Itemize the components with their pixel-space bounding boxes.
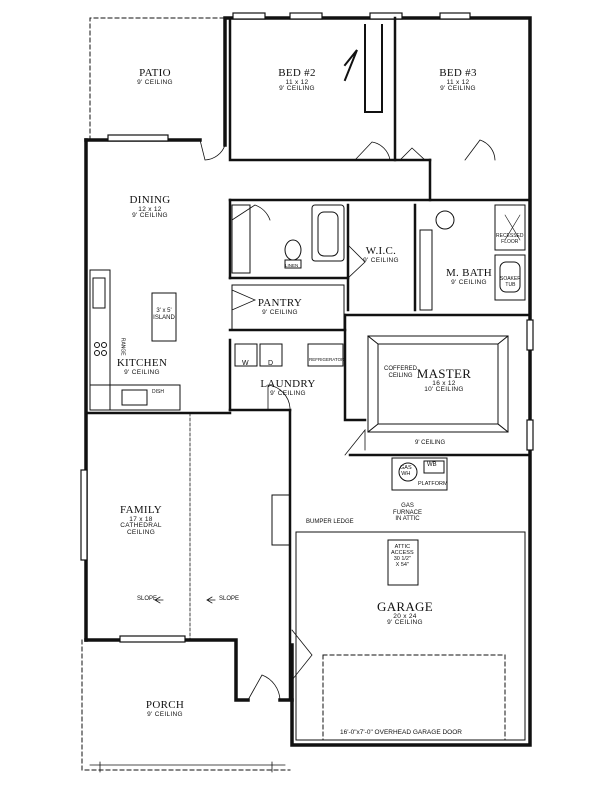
bed2-ceiling: 9' CEILING [279,85,315,93]
recessed-note-line1: RECESSED [496,233,524,239]
patio-ceiling: 9' CEILING [137,78,173,86]
gas-furnace-line3: IN ATTIC [395,516,420,523]
attic-line1: ATTIC [394,544,411,550]
range-note: RANGE [119,337,126,356]
patio-outline [89,17,226,146]
dining-dims: 12 x 12 [138,205,162,213]
gas-furnace-line1: GAS [401,503,414,509]
family-ceiling-line1: CATHEDRAL [120,522,162,530]
wic-name: W.I.C. [365,245,397,257]
attic-line3: 30 1/2" [393,556,411,563]
washer-note: W [242,360,249,367]
laundry-name: LAUNDRY [260,378,316,390]
room-garage: GARAGE 20 x 24 9' CEILING [377,600,433,627]
family-details [154,412,216,641]
mbath-name: M. BATH [445,267,493,279]
room-porch: PORCH 9' CEILING [145,699,185,718]
room-mbath: M. BATH 9' CEILING [445,267,493,286]
coffered-note: COFFERED CEILING [384,366,417,379]
room-pantry: PANTRY 9' CEILING [257,297,303,316]
bed2-name: BED #2 [278,67,316,79]
garage-dims: 20 x 24 [393,612,417,620]
dryer-note: D [268,360,274,367]
dining-ceiling: 9' CEILING [132,212,168,220]
laundry-ceiling: 9' CEILING [270,389,306,397]
dining-name: DINING [129,194,171,206]
windows [80,12,534,643]
gas-wh-note: GAS WH [400,465,412,477]
pantry-ceiling: 9' CEILING [262,308,298,316]
attic-line2: ACCESS [391,550,414,557]
pantry-name: PANTRY [257,297,303,309]
master-dims: 16 x 12 [432,379,456,387]
room-kitchen: KITCHEN 9' CEILING [116,357,168,376]
porch-outline [81,639,291,771]
patio-name: PATIO [139,67,171,79]
gas-furnace-note: GAS FURNACE IN ATTIC [393,503,422,523]
room-family: FAMILY 17 x 18 CATHEDRAL CEILING [119,504,163,537]
bed2-dims: 11 x 12 [285,78,309,86]
bumper-ledge-note: BUMPER LEDGE [306,519,354,525]
bed3-dims: 11 x 12 [446,78,470,86]
hall-ceiling-note: 9' CEILING [415,440,446,446]
room-dining: DINING 12 x 12 9' CEILING [129,194,171,220]
kitchen-name: KITCHEN [116,357,168,369]
wb-note: WB [427,462,437,468]
refrigerator-note: REFRIGERATOR [309,357,345,362]
attic-line4: X 54" [395,562,409,569]
room-bed2: BED #2 11 x 12 9' CEILING [278,67,316,93]
door-swings [199,139,496,701]
family-name: FAMILY [119,504,163,516]
room-bed3: BED #3 11 x 12 9' CEILING [439,67,477,93]
island-note-line2: ISLAND [153,314,175,321]
room-wic: W.I.C. 9' CEILING [363,245,399,264]
porch-name: PORCH [145,699,185,711]
room-patio: PATIO 9' CEILING [137,67,173,86]
slope-left-note: SLOPE [137,596,158,602]
laundry-fixtures [231,284,345,367]
bed3-name: BED #3 [439,67,477,79]
room-laundry: LAUNDRY 9' CEILING [260,378,316,397]
gas-wh-line2: WH [401,471,411,478]
soaker-note: SOAKER TUB [500,276,521,288]
bath-fixtures [231,204,526,311]
soaker-note-line2: TUB [505,281,516,288]
master-ceiling: 10' CEILING [424,386,464,394]
recessed-note-line2: FLOOR [501,238,519,245]
soaker-note-line1: SOAKER [500,276,521,282]
linen-note: LINEN [285,263,299,268]
garage-ceiling: 9' CEILING [387,619,423,627]
bed3-ceiling: 9' CEILING [440,85,476,93]
gas-wh-line1: GAS [400,465,412,471]
coffered-note-line1: COFFERED [384,366,417,372]
room-master: MASTER 16 x 12 10' CEILING [417,367,472,394]
interior-walls [84,16,532,702]
gas-furnace-line2: FURNACE [393,509,423,516]
kitchen-fixtures [89,269,181,411]
wic-ceiling: 9' CEILING [363,256,399,264]
garage-door-note: 16'-0"x7'-0" OVERHEAD GARAGE DOOR [340,729,462,736]
platform-note: PLATFORM [418,481,448,487]
slope-right-note: SLOPE [219,596,240,602]
mbath-ceiling: 9' CEILING [451,278,487,286]
family-ceiling-line2: CEILING [126,529,156,537]
coffered-note-line2: CEILING [388,372,413,379]
dish-note: DISH [152,389,164,395]
porch-ceiling: 9' CEILING [147,710,183,718]
island-note: 3' x 5' ISLAND [152,308,176,321]
island-note-line1: 3' x 5' [156,308,172,314]
garage-name: GARAGE [377,599,433,614]
closet-walls [343,24,383,113]
family-dims: 17 x 18 [129,515,153,523]
kitchen-ceiling: 9' CEILING [124,368,160,376]
coffered-ceiling [367,335,509,433]
recessed-note: RECESSED FLOOR [496,233,524,245]
master-name: MASTER [416,366,472,381]
garage-fixtures [271,457,526,741]
attic-access-note: ATTIC ACCESS 30 1/2" X 54" [391,544,414,568]
